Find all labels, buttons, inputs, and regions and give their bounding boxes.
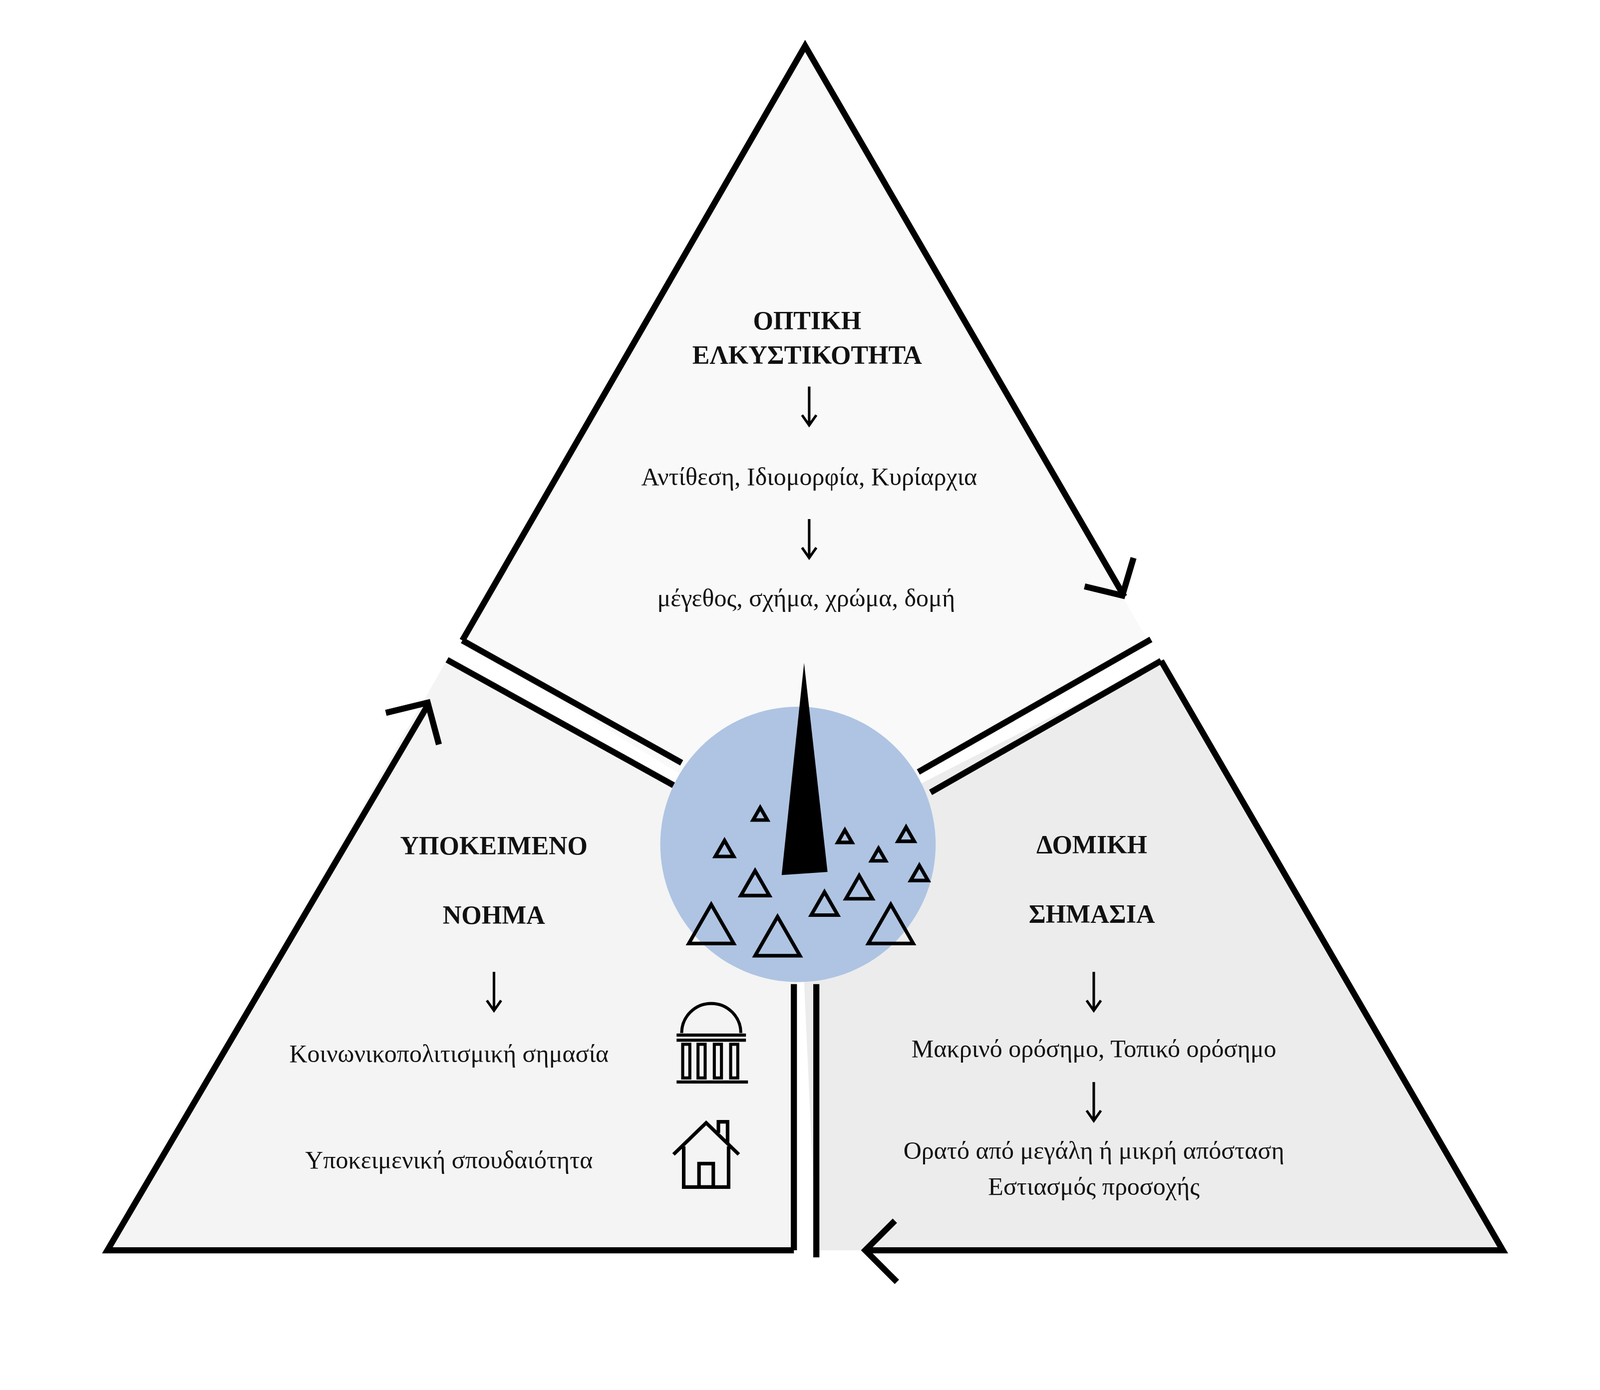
heading: ΟΠΤΙΚΗ ΕΛΚΥΣΤΙΚΟΤΗΤΑ xyxy=(658,303,956,373)
down-arrow xyxy=(1086,1082,1102,1122)
building-triangle xyxy=(871,848,887,862)
down-arrow xyxy=(1086,971,1102,1011)
right-triangle: ΔΟΜΙΚΗ ΣΗΜΑΣΙΑ Μακρινό ορόσημο, Τοπικό ορ… xyxy=(811,652,1511,1261)
building-triangle xyxy=(755,917,801,957)
separator xyxy=(930,660,1162,793)
heading: ΔΟΜΙΚΗ ΣΗΜΑΣΙΑ xyxy=(999,810,1184,950)
heading: ΥΠΟΚΕΙΜΕΝΟ ΝΟΗΜΑ xyxy=(371,811,617,951)
left-region xyxy=(107,659,798,1251)
house-icon xyxy=(673,1122,739,1188)
separator xyxy=(813,984,820,1259)
museum-icon xyxy=(676,1003,748,1083)
separator xyxy=(462,640,682,763)
factor-text: Αντίθεση, Ιδιομορφία, Κυρίαρχια xyxy=(641,462,978,492)
down-arrow xyxy=(486,971,502,1011)
small-buildings xyxy=(688,807,929,957)
down-arrows xyxy=(486,386,1101,1121)
building-triangle xyxy=(715,840,734,857)
outlines xyxy=(107,45,1503,1282)
building-triangle xyxy=(837,830,853,843)
landmark-text: Μακρινό ορόσημο, Τοπικό ορόσημο xyxy=(911,1034,1277,1064)
building-triangle xyxy=(688,904,734,944)
left-triangle: ΥΠΟΚΕΙΜΕΝΟ ΝΟΗΜΑ Κοινωνικοπολιτισμική σημ… xyxy=(101,652,806,1261)
separator xyxy=(790,984,797,1251)
top-triangle: ΟΠΤΙΚΗ ΕΛΚΥΣΤΙΚΟΤΗΤΑ Αντίθεση, Ιδιομορφία… xyxy=(448,40,1153,653)
down-arrow xyxy=(802,519,817,559)
building-triangle xyxy=(811,892,838,916)
left-arrowhead xyxy=(385,702,439,745)
building-triangle xyxy=(898,827,915,842)
meaning-text: Κοινωνικοπολιτισμική σημασία xyxy=(289,1039,609,1069)
top-outline xyxy=(462,45,1125,641)
building-triangle xyxy=(740,871,770,897)
attribute-text: μέγεθος, σχήμα, χρώμα, δομή xyxy=(656,583,956,613)
down-arrow xyxy=(802,386,817,426)
separator xyxy=(918,639,1152,773)
building-triangle xyxy=(868,904,914,944)
building-triangle xyxy=(845,876,873,900)
meaning-text: Υποκειμενική σπουδαιότητα xyxy=(305,1145,593,1175)
bottom-arrowhead xyxy=(865,1221,897,1283)
landmark-spike xyxy=(781,662,828,876)
region-fills xyxy=(107,45,1503,1251)
top-arrowhead xyxy=(1084,558,1134,597)
separator xyxy=(447,659,674,786)
building-triangle xyxy=(753,807,768,821)
right-region xyxy=(797,660,1503,1251)
visibility-text: Ορατό από μεγάλη ή μικρή απόσταση Εστιασ… xyxy=(854,1133,1334,1206)
building-triangle xyxy=(910,865,929,881)
